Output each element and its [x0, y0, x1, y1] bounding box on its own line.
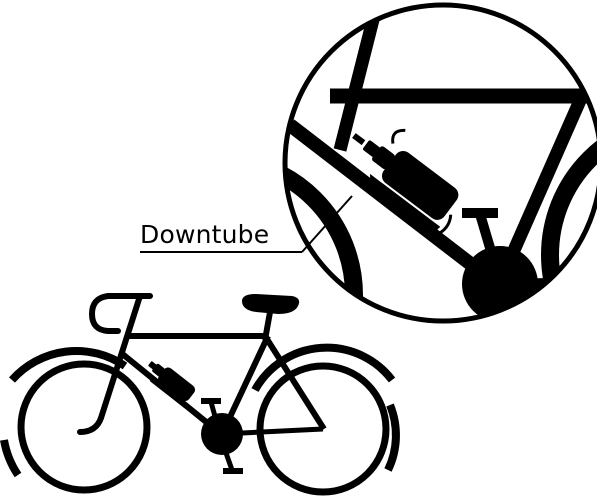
front-wheel: [255, 348, 396, 492]
rear-wheel: [4, 351, 147, 490]
downtube-label: Downtube: [140, 218, 269, 252]
water-bottle-icon: [141, 356, 199, 408]
bicycle-icon: [4, 294, 396, 492]
saddle: [242, 294, 299, 314]
